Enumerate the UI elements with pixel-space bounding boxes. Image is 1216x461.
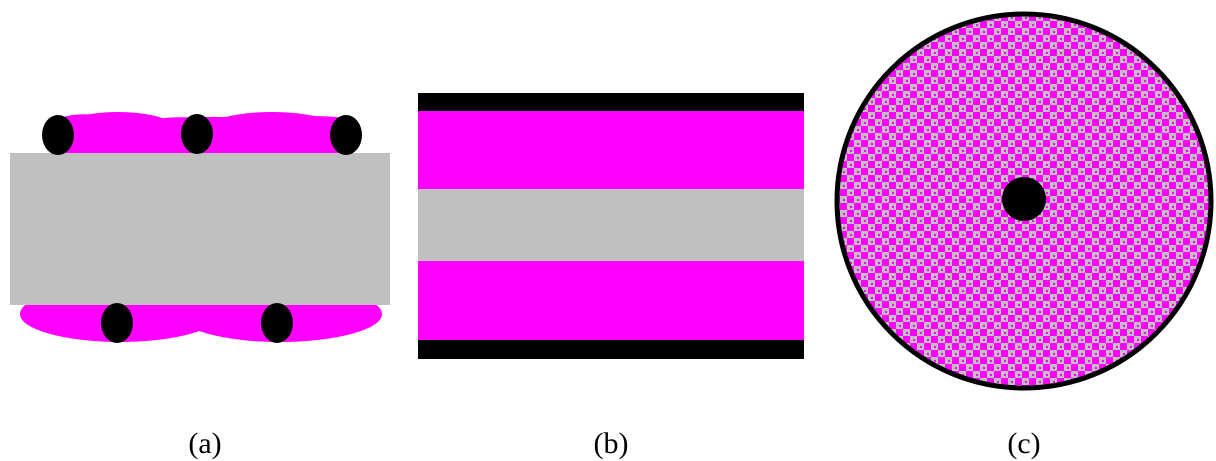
fiber-top-2 <box>181 114 213 154</box>
caption-c: (c) <box>1007 427 1040 460</box>
fiber-top-3 <box>330 115 362 155</box>
panel-a: (a) <box>10 112 390 460</box>
fiber-top-1 <box>42 115 74 155</box>
black-bottom-layer <box>418 340 804 359</box>
gray-middle-layer <box>418 189 804 261</box>
caption-a: (a) <box>188 427 221 460</box>
caption-b: (b) <box>594 427 629 460</box>
fiber-bottom-1 <box>101 303 133 343</box>
magenta-bottom-layer <box>418 261 804 340</box>
fiber-bottom-2 <box>261 303 293 343</box>
black-top-layer <box>418 93 804 111</box>
gray-core-block <box>10 153 390 305</box>
panel-b: (b) <box>418 93 804 460</box>
center-black-dot <box>1002 177 1046 221</box>
magenta-top-layer <box>418 111 804 189</box>
panel-c: (c) <box>834 11 1214 460</box>
